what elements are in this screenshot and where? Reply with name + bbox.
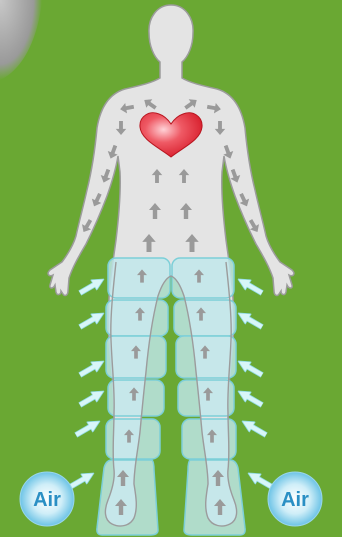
air-label-left: Air [33,489,61,511]
air-inflow-arrow-icon [239,416,269,440]
cuff-segment [174,300,236,336]
air-inflow-arrow-icon [235,308,265,332]
air-badge-right: Air [268,472,322,526]
air-inflow-arrow-icon [77,308,107,332]
air-inflow-arrow-icon [77,386,107,410]
cuff-segment [178,380,234,416]
air-inflow-arrow-icon [77,356,107,380]
air-badge-left: Air [20,472,74,526]
air-inflow-arrow-icon [235,356,265,380]
air-inflow-arrow-icon [77,274,107,298]
air-inflow-arrow-icon [235,274,265,298]
cuff-segment [172,258,234,298]
air-label-right: Air [281,489,309,511]
right-air-inflow-arrows [235,274,275,492]
air-inflow-arrow-icon [73,416,103,440]
air-inflow-arrow-icon [235,386,265,410]
body-silhouette [48,5,294,526]
cuff-segment [106,300,168,336]
human-figure [48,5,294,526]
corner-shadow [0,0,42,80]
left-air-inflow-arrows [67,274,107,492]
cuff-segment [108,258,170,298]
cuff-segment [108,380,164,416]
